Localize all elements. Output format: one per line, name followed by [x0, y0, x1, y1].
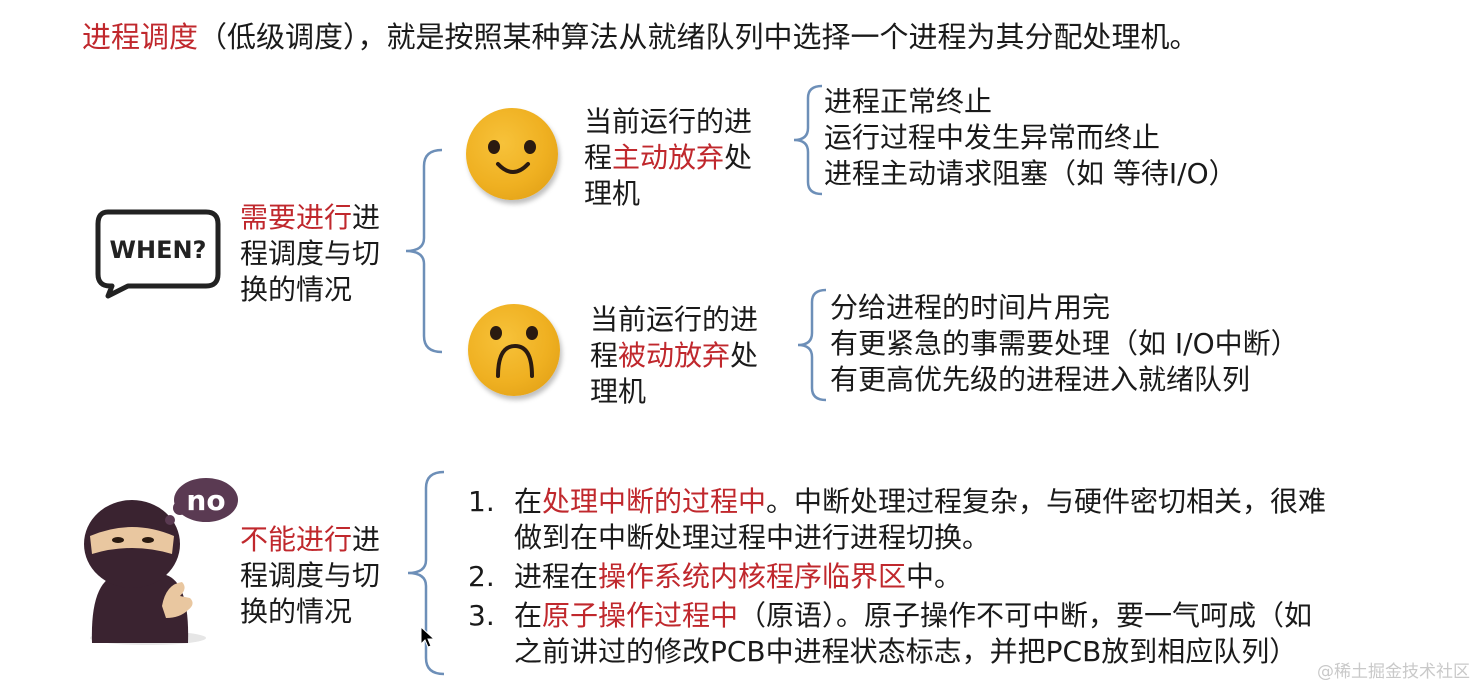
list-text: 在: [514, 485, 543, 518]
when-bubble-icon: WHEN?: [95, 209, 221, 299]
passive-item: 分给进程的时间片用完: [830, 291, 1111, 324]
active-item: 运行过程中发生异常而终止: [824, 121, 1161, 154]
list-keyword: 原子操作过程中: [542, 599, 739, 632]
list-text: （原语）。原子操作不可中断，要一气呵成（如: [738, 599, 1313, 632]
title-keyword: 进程调度: [82, 20, 199, 54]
watermark: @稀土掘金技术社区: [1317, 662, 1470, 682]
active-keyword: 主动放弃: [612, 141, 725, 174]
passive-brace: [797, 288, 827, 402]
list-item-cont: 之前讲过的修改PCB中进程状态标志，并把PCB放到相应队列）: [514, 635, 1298, 668]
list-text: 中。: [906, 560, 963, 593]
passive-line2-post: 处: [730, 339, 759, 372]
list-text: 。中断处理过程复杂，与硬件密切相关，很难: [766, 485, 1327, 518]
title-text: （低级调度），就是按照某种算法从就绪队列中选择一个进程为其分配处理机。: [198, 20, 1199, 54]
need-brace: [405, 148, 443, 354]
list-item: 2. 进程在操作系统内核程序临界区中。: [468, 559, 1326, 595]
list-keyword: 操作系统内核程序临界区: [598, 560, 907, 593]
list-item: 1. 在处理中断的过程中。中断处理过程复杂，与硬件密切相关，很难: [468, 484, 1326, 520]
active-brace: [793, 84, 823, 196]
cannot-label-red: 不能进行: [240, 523, 353, 556]
frown-face-icon: [468, 304, 560, 396]
active-line1: 当前运行的进: [584, 105, 753, 138]
passive-line2-pre: 程: [590, 339, 619, 372]
passive-item: 有更高优先级的进程进入就绪队列: [830, 363, 1251, 396]
cannot-label-line1: 进: [352, 523, 381, 556]
cannot-label: 不能进行进 程调度与切 换的情况: [240, 522, 380, 630]
list-text: 在: [514, 599, 543, 632]
ninja-no-icon: no: [84, 478, 238, 645]
active-items: 进程正常终止 运行过程中发生异常而终止 进程主动请求阻塞（如 等待I/O）: [824, 84, 1237, 192]
list-text: 进程在: [514, 560, 599, 593]
need-label-line1: 进: [352, 201, 381, 234]
no-label: no: [186, 484, 225, 517]
active-line2-post: 处: [724, 141, 753, 174]
mouse-cursor-icon: [420, 626, 436, 648]
active-item: 进程主动请求阻塞（如 等待I/O）: [824, 157, 1237, 190]
list-item-cont: 做到在中断处理过程中进行进程切换。: [514, 521, 991, 554]
active-line2-pre: 程: [584, 141, 613, 174]
passive-label: 当前运行的进 程被动放弃处 理机: [590, 302, 758, 410]
when-label: WHEN?: [110, 236, 207, 264]
list-number: 2.: [468, 560, 495, 593]
active-line3: 理机: [584, 177, 641, 210]
passive-line3: 理机: [590, 375, 647, 408]
need-label-line3: 换的情况: [240, 273, 353, 306]
need-label-line2: 程调度与切: [240, 237, 381, 270]
cannot-label-line3: 换的情况: [240, 595, 353, 628]
passive-items: 分给进程的时间片用完 有更紧急的事需要处理（如 I/O中断） 有更高优先级的进程…: [830, 290, 1299, 398]
cannot-label-line2: 程调度与切: [240, 559, 381, 592]
list-number: 1.: [468, 485, 495, 518]
need-label-red: 需要进行: [240, 201, 353, 234]
active-item: 进程正常终止: [824, 85, 993, 118]
list-number: 3.: [468, 599, 495, 632]
page-title: 进程调度（低级调度），就是按照某种算法从就绪队列中选择一个进程为其分配处理机。: [82, 14, 1199, 56]
cannot-list: 1.在处理中断的过程中。中断处理过程复杂，与硬件密切相关，很难 做到在中断处理过…: [468, 484, 1326, 670]
passive-keyword: 被动放弃: [618, 339, 731, 372]
need-label: 需要进行进 程调度与切 换的情况: [240, 200, 380, 308]
smile-face-icon: [466, 108, 558, 200]
list-item: 3. 在原子操作过程中（原语）。原子操作不可中断，要一气呵成（如: [468, 598, 1326, 634]
passive-line1: 当前运行的进: [590, 303, 759, 336]
passive-item: 有更紧急的事需要处理（如 I/O中断）: [830, 327, 1299, 360]
cannot-brace: [407, 470, 445, 676]
active-label: 当前运行的进 程主动放弃处 理机: [584, 104, 752, 212]
list-keyword: 处理中断的过程中: [542, 485, 767, 518]
